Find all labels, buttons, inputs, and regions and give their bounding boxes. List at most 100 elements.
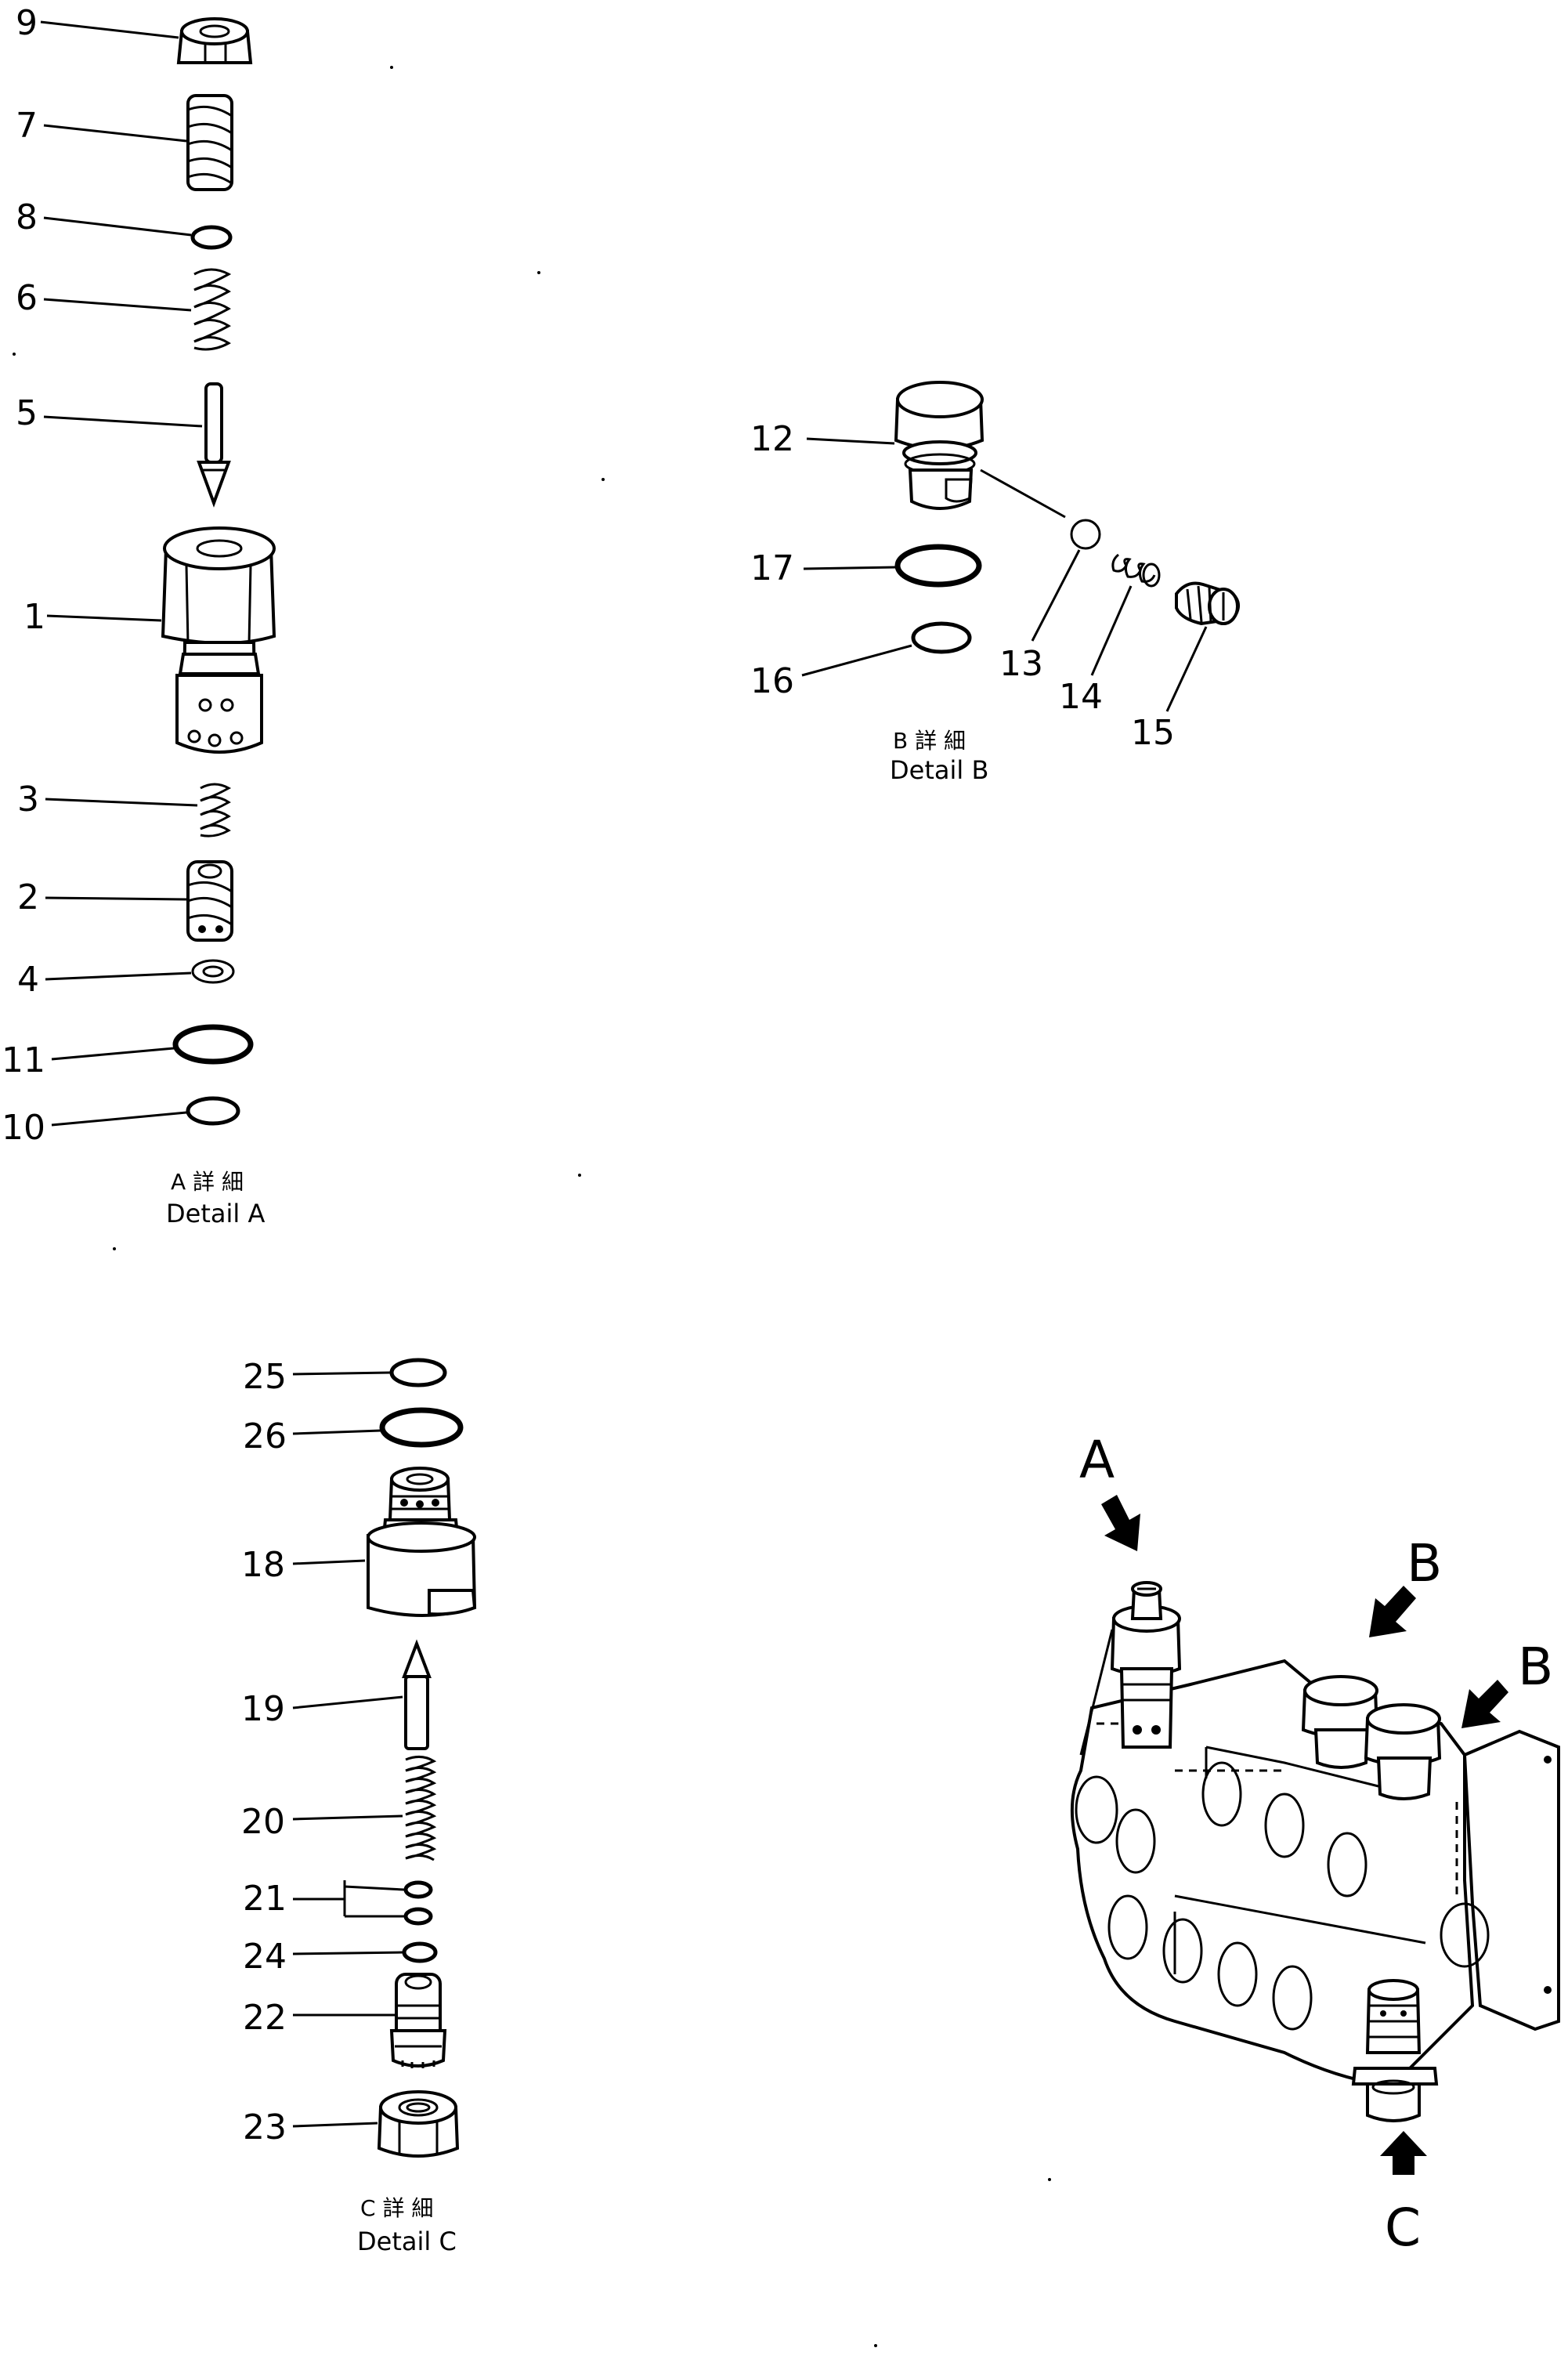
leader-20 — [292, 1814, 403, 1821]
part-7-screw-drawing — [186, 94, 233, 191]
marker-a-label: A — [1079, 1430, 1115, 1490]
marker-b2-label: B — [1518, 1637, 1553, 1697]
part-12-plug-drawing — [894, 381, 985, 510]
valve-b-plug-right — [1364, 1703, 1442, 1800]
part-4-washer-drawing — [191, 959, 235, 984]
part-20-spring-drawing — [405, 1756, 437, 1861]
callout-9: 9 — [16, 3, 38, 43]
leader-2 — [45, 896, 187, 901]
marker-b1-arrow-icon — [1369, 1586, 1416, 1637]
callout-12: 12 — [750, 419, 794, 459]
callout-16: 16 — [750, 661, 794, 701]
part-16-o-ring-drawing — [911, 621, 972, 654]
part-3-spring-drawing — [200, 783, 232, 838]
marker-c-arrow-icon — [1380, 2131, 1427, 2175]
part-11-o-ring-drawing — [172, 1024, 254, 1065]
leader-21 — [293, 1880, 405, 1918]
marker-b1-label: B — [1407, 1533, 1442, 1594]
leader-11 — [51, 1047, 175, 1061]
callout-6: 6 — [16, 278, 38, 318]
detail-b-axis-line — [980, 468, 1066, 519]
part-17-o-ring-drawing — [894, 544, 982, 588]
leader-26 — [292, 1429, 381, 1435]
leader-25 — [292, 1371, 391, 1376]
leader-16 — [801, 644, 912, 677]
part-9-nut-drawing — [176, 17, 253, 64]
detail-b-caption-jp: B 詳 細 — [893, 728, 966, 754]
callout-11: 11 — [2, 1040, 45, 1080]
leader-13 — [1031, 549, 1081, 642]
leader-1 — [46, 614, 162, 622]
callout-21: 21 — [243, 1879, 287, 1919]
detail-a-caption-en: Detail A — [166, 1199, 265, 1228]
part-1-body-drawing — [161, 526, 276, 754]
leader-10 — [51, 1111, 187, 1127]
callout-19: 19 — [241, 1689, 285, 1729]
part-13-ball-drawing — [1070, 519, 1101, 550]
callout-10: 10 — [2, 1108, 45, 1148]
callout-22: 22 — [243, 1998, 287, 2038]
valve-side-plate — [1462, 1729, 1560, 2031]
part-2-spool-drawing — [186, 860, 233, 942]
valve-ports — [1075, 1761, 1490, 2031]
leader-17 — [803, 566, 897, 570]
part-19-pin-drawing — [402, 1639, 432, 1750]
marker-c-label: C — [1385, 2198, 1421, 2258]
part-26-o-ring-drawing — [379, 1407, 464, 1448]
callout-26: 26 — [243, 1416, 287, 1456]
callout-14: 14 — [1059, 677, 1103, 717]
part-8-o-ring-drawing — [190, 225, 233, 250]
callout-4: 4 — [17, 960, 39, 1000]
part-24-o-ring-drawing — [402, 1941, 438, 1963]
part-18-body-drawing — [367, 1467, 477, 1617]
valve-a-cartridge — [1079, 1581, 1182, 1756]
leader-24 — [292, 1951, 403, 1955]
detail-b-caption-en: Detail B — [890, 755, 988, 785]
part-23-nut-drawing — [377, 2090, 460, 2158]
callout-23: 23 — [243, 2107, 287, 2147]
leader-7 — [43, 124, 187, 143]
part-22-spool-drawing — [389, 1973, 447, 2068]
detail-c-caption-en: Detail C — [357, 2227, 457, 2256]
leader-6 — [43, 298, 192, 312]
detail-a-caption-jp: A 詳 細 — [171, 1169, 244, 1195]
leader-8 — [43, 216, 192, 237]
detail-c: 25 26 18 19 20 — [241, 1357, 477, 2256]
valve-c-cartridge — [1351, 1979, 1439, 2122]
part-14-spring-drawing — [1111, 553, 1156, 583]
callout-25: 25 — [243, 1357, 287, 1397]
detail-a: 9 7 8 6 5 — [2, 3, 276, 1228]
leader-19 — [292, 1695, 403, 1709]
leader-18 — [292, 1559, 366, 1565]
leader-5 — [43, 415, 203, 428]
callout-20: 20 — [241, 1802, 285, 1842]
detail-b: 12 13 14 15 17 16 B 詳 細 Detail B — [750, 381, 1240, 785]
scan-specks — [13, 66, 1051, 2347]
part-6-spring-drawing — [193, 268, 232, 351]
leader-12 — [806, 437, 895, 445]
leader-15 — [1165, 626, 1208, 712]
leader-4 — [45, 971, 192, 981]
part-21-washer-lower-drawing — [403, 1907, 433, 1926]
callout-13: 13 — [999, 644, 1043, 684]
valve-assembly: A B B C — [1070, 1430, 1560, 2258]
callout-8: 8 — [16, 197, 38, 237]
leader-14 — [1090, 585, 1133, 676]
part-5-pin-drawing — [197, 382, 231, 508]
callout-5: 5 — [16, 393, 38, 433]
callout-17: 17 — [750, 548, 794, 588]
callout-1: 1 — [23, 597, 45, 637]
leader-23 — [292, 2122, 378, 2128]
leader-3 — [45, 798, 198, 807]
callout-24: 24 — [243, 1937, 287, 1977]
marker-a-arrow-icon — [1101, 1495, 1140, 1551]
leader-9 — [40, 20, 179, 39]
marker-b2-arrow-icon — [1461, 1680, 1508, 1728]
callout-15: 15 — [1131, 713, 1175, 753]
part-25-o-ring-drawing — [389, 1358, 447, 1387]
callout-2: 2 — [17, 877, 39, 917]
callout-3: 3 — [17, 780, 39, 819]
detail-c-caption-jp: C 詳 細 — [360, 2195, 433, 2221]
callout-18: 18 — [241, 1545, 285, 1585]
